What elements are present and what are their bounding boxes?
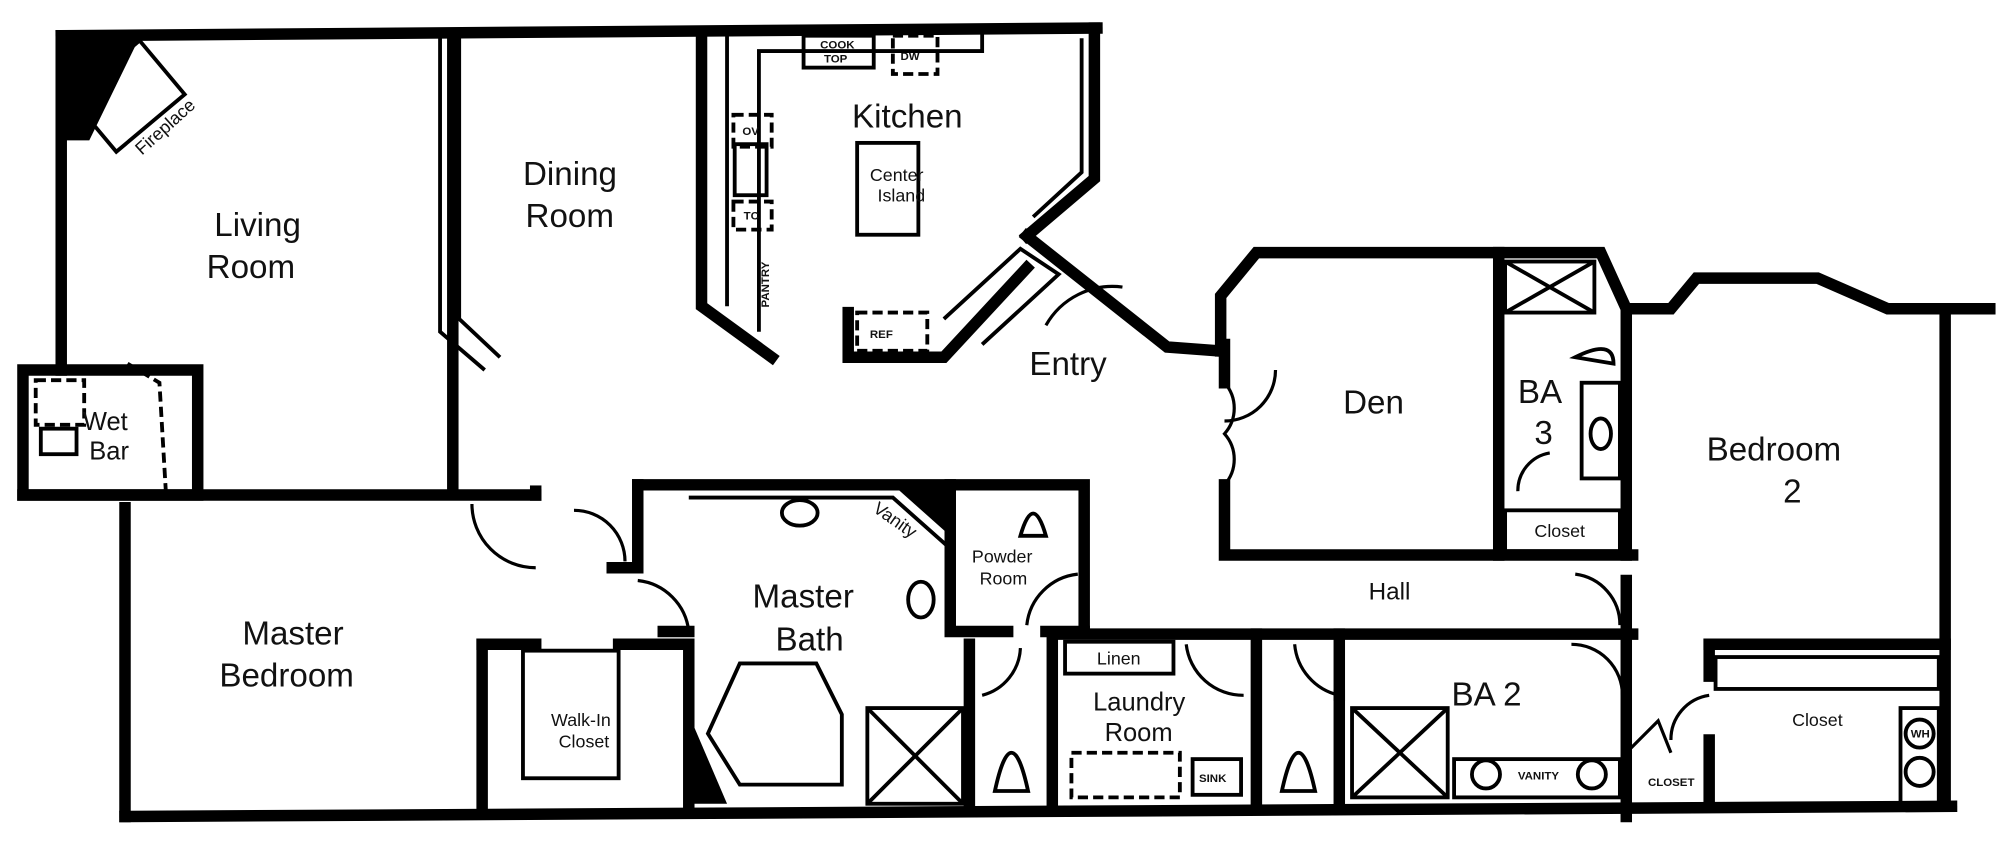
water-heater-label: WH — [1911, 728, 1930, 740]
oven-label: OV — [742, 126, 759, 138]
walk-in-closet-label: Walk-In — [551, 710, 611, 730]
wet-bar-label: Wet — [83, 408, 128, 436]
den-label: Den — [1343, 384, 1404, 421]
master-bath-label: Master — [753, 578, 854, 615]
powder-room-label-2: Room — [980, 568, 1028, 588]
kitchen-label: Kitchen — [852, 99, 963, 136]
ba3-label: BA — [1518, 374, 1563, 411]
fireplace-label: Fireplace — [131, 95, 199, 159]
dishwasher-label: DW — [901, 51, 920, 63]
ba2-vanity-label: VANITY — [1518, 771, 1560, 783]
doors — [470, 284, 1710, 754]
ba2-label: BA 2 — [1452, 677, 1522, 714]
trash-compactor-label: TC — [744, 210, 759, 222]
bedroom2-label: Bedroom — [1707, 432, 1842, 469]
walk-in-closet-label-2: Closet — [559, 732, 610, 752]
linen-closet-label: CLOSET — [1648, 777, 1695, 789]
vanity-label: Vanity — [870, 498, 921, 542]
room-labels: Fireplace Living Room Dining Room Kitche… — [83, 95, 1843, 752]
pantry-label: PANTRY — [760, 261, 772, 307]
master-bedroom-label-2: Bedroom — [219, 657, 354, 694]
fixtures: COOK TOP DW OV TC PANTRY REF SINK VANI — [33, 25, 1941, 806]
dining-room-label: Dining — [523, 156, 617, 193]
master-bath-label-2: Bath — [776, 622, 844, 659]
entry-label: Entry — [1029, 346, 1107, 383]
walls — [17, 22, 1996, 823]
wet-bar-label-2: Bar — [89, 437, 129, 465]
laundry-room-label-2: Room — [1105, 719, 1173, 747]
bedroom2-closet-label: Closet — [1792, 710, 1843, 730]
ba3-label-2: 3 — [1534, 415, 1552, 452]
linen-label: Linen — [1097, 649, 1141, 669]
cooktop-label: COOK — [820, 39, 855, 51]
dining-room-label-2: Room — [526, 198, 614, 235]
living-room-label: Living — [214, 207, 301, 244]
center-island-label: Center — [870, 165, 924, 185]
bedroom2-label-2: 2 — [1783, 474, 1801, 511]
master-bedroom-label: Master — [242, 615, 343, 652]
cooktop-label-2: TOP — [824, 54, 848, 66]
laundry-sink-label: SINK — [1199, 773, 1227, 785]
laundry-room-label: Laundry — [1093, 689, 1185, 717]
center-island-label-2: Island — [878, 186, 926, 206]
ba3-closet-label: Closet — [1534, 521, 1585, 541]
powder-room-label: Powder — [972, 547, 1033, 567]
hall-label: Hall — [1369, 579, 1411, 606]
refrigerator-label: REF — [870, 329, 893, 341]
living-room-label-2: Room — [207, 249, 295, 286]
